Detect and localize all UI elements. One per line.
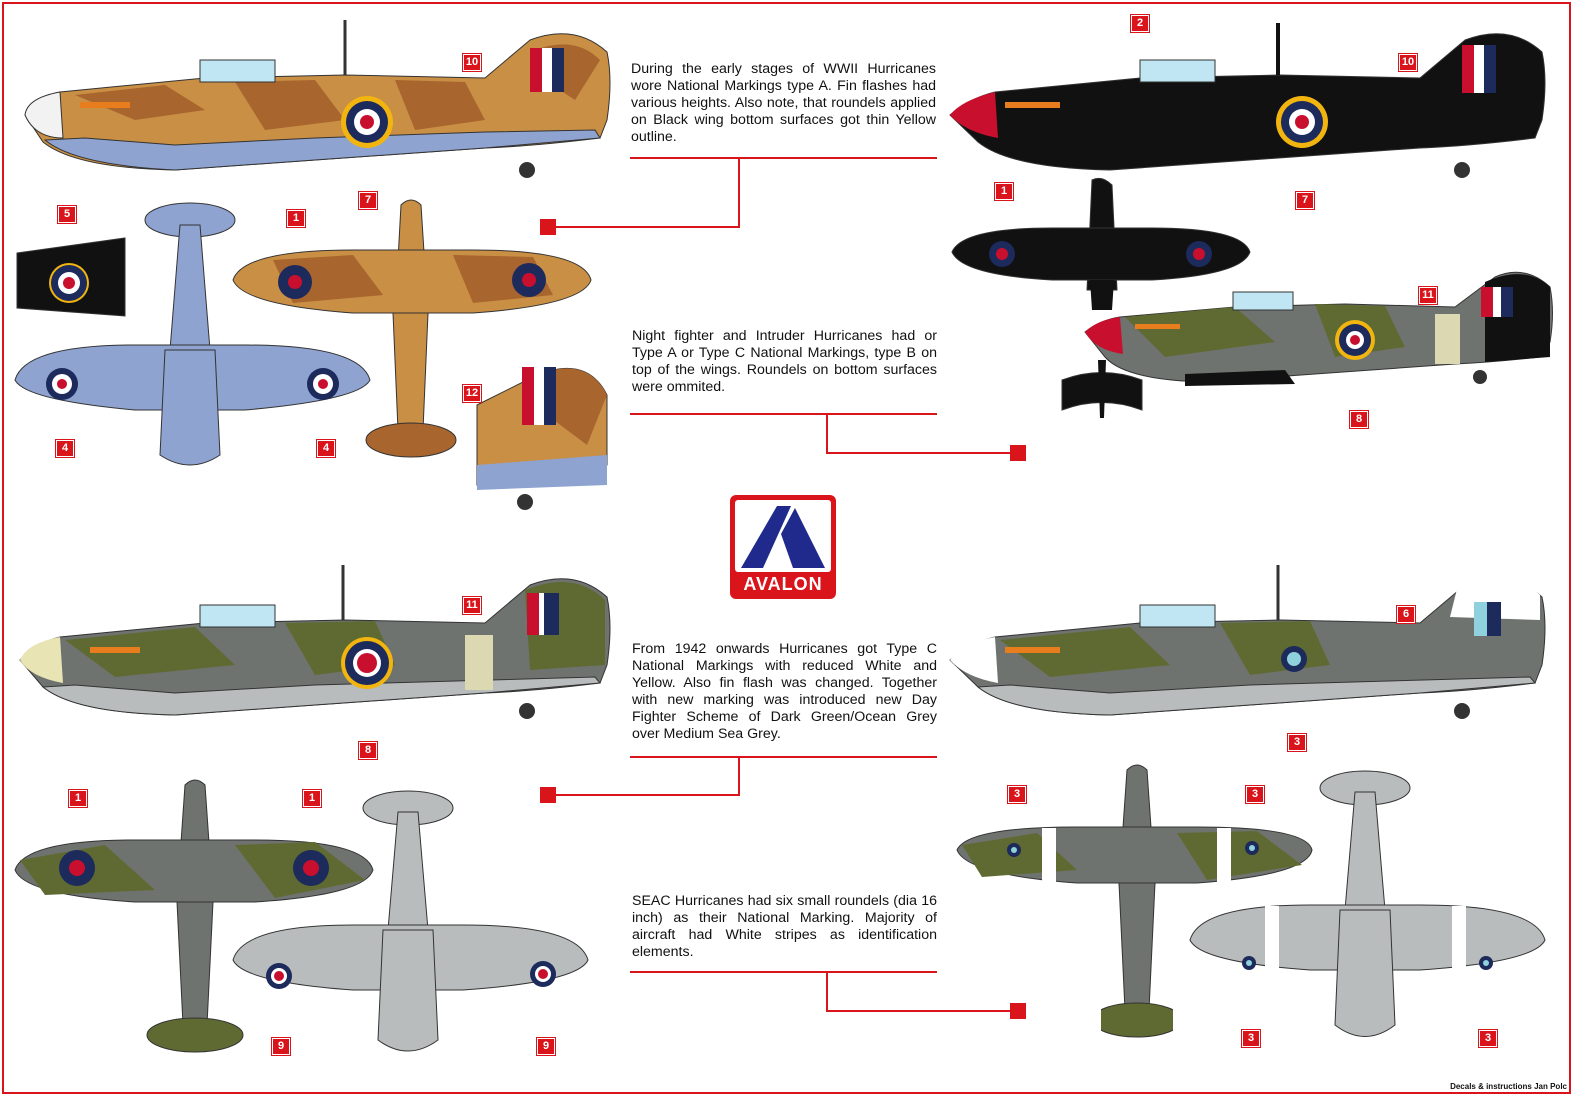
hurricane-black-wing-detail xyxy=(16,237,126,317)
callout-line xyxy=(630,157,937,159)
hurricane-day-fighter-side-view xyxy=(19,565,611,719)
marking-tag: 3 xyxy=(1246,786,1264,803)
hurricane-medium-sea-grey-underside-view xyxy=(232,790,589,1052)
callout-line xyxy=(630,413,937,415)
callout-marker xyxy=(540,219,556,235)
credit-line: Decals & instructions Jan Polc xyxy=(1450,1082,1567,1091)
marking-tag: 4 xyxy=(56,440,74,457)
marking-tag: 11 xyxy=(463,597,481,614)
marking-tag: 9 xyxy=(537,1038,555,1055)
hurricane-desert-fin-detail xyxy=(476,367,608,510)
hurricane-seac-underside-view xyxy=(1189,770,1546,1037)
callout-marker xyxy=(1010,445,1026,461)
hurricane-seac-side-view xyxy=(949,565,1546,719)
callout-line xyxy=(826,413,828,454)
callout-line xyxy=(826,1010,1016,1012)
callout-line xyxy=(826,452,1016,454)
note-type-c-markings: From 1942 onwards Hurricanes got Type C … xyxy=(632,641,937,742)
marking-tag: 1 xyxy=(303,790,321,807)
callout-line xyxy=(738,756,740,796)
callout-line xyxy=(826,971,828,1012)
marking-tag: 3 xyxy=(1008,786,1026,803)
marking-tag: 3 xyxy=(1288,734,1306,751)
marking-tag: 5 xyxy=(58,206,76,223)
hurricane-night-fighter-top-view xyxy=(951,177,1251,418)
marking-tag: 4 xyxy=(317,440,335,457)
hurricane-desert-top-view xyxy=(232,199,592,458)
hurricane-night-fighter-side-view xyxy=(949,23,1546,178)
marking-tag: 8 xyxy=(1350,411,1368,428)
marking-tag: 8 xyxy=(359,742,377,759)
hurricane-day-fighter-top-view xyxy=(14,779,374,1053)
hurricane-intruder-side-view xyxy=(1084,271,1553,386)
hurricane-azure-underside-view xyxy=(14,202,371,466)
marking-tag: 7 xyxy=(1296,192,1314,209)
marking-tag: 10 xyxy=(1399,54,1417,71)
logo-text: AVALON xyxy=(743,574,823,594)
callout-marker xyxy=(540,787,556,803)
marking-tag: 3 xyxy=(1242,1030,1260,1047)
callout-marker xyxy=(1010,1003,1026,1019)
marking-tag: 2 xyxy=(1131,15,1149,32)
hurricane-desert-side-view xyxy=(24,20,611,178)
marking-tag: 6 xyxy=(1397,606,1415,623)
note-type-a-markings: During the early stages of WWII Hurrican… xyxy=(631,61,936,145)
note-seac: SEAC Hurricanes had six small roundels (… xyxy=(632,893,937,960)
marking-tag: 12 xyxy=(463,385,481,402)
marking-tag: 1 xyxy=(995,183,1013,200)
marking-tag: 11 xyxy=(1419,287,1437,304)
marking-tag: 9 xyxy=(272,1038,290,1055)
avalon-logo: AVALON xyxy=(729,494,837,600)
marking-tag: 10 xyxy=(463,54,481,71)
callout-line xyxy=(738,157,740,228)
hurricane-seac-top-view xyxy=(956,764,1313,1038)
marking-tag: 3 xyxy=(1479,1030,1497,1047)
callout-line xyxy=(556,226,740,228)
callout-line xyxy=(630,756,937,758)
marking-tag: 7 xyxy=(359,192,377,209)
callout-line xyxy=(630,971,937,973)
marking-tag: 1 xyxy=(69,790,87,807)
marking-tag: 1 xyxy=(287,210,305,227)
note-night-fighter: Night fighter and Intruder Hurricanes ha… xyxy=(632,328,937,395)
callout-line xyxy=(556,794,740,796)
